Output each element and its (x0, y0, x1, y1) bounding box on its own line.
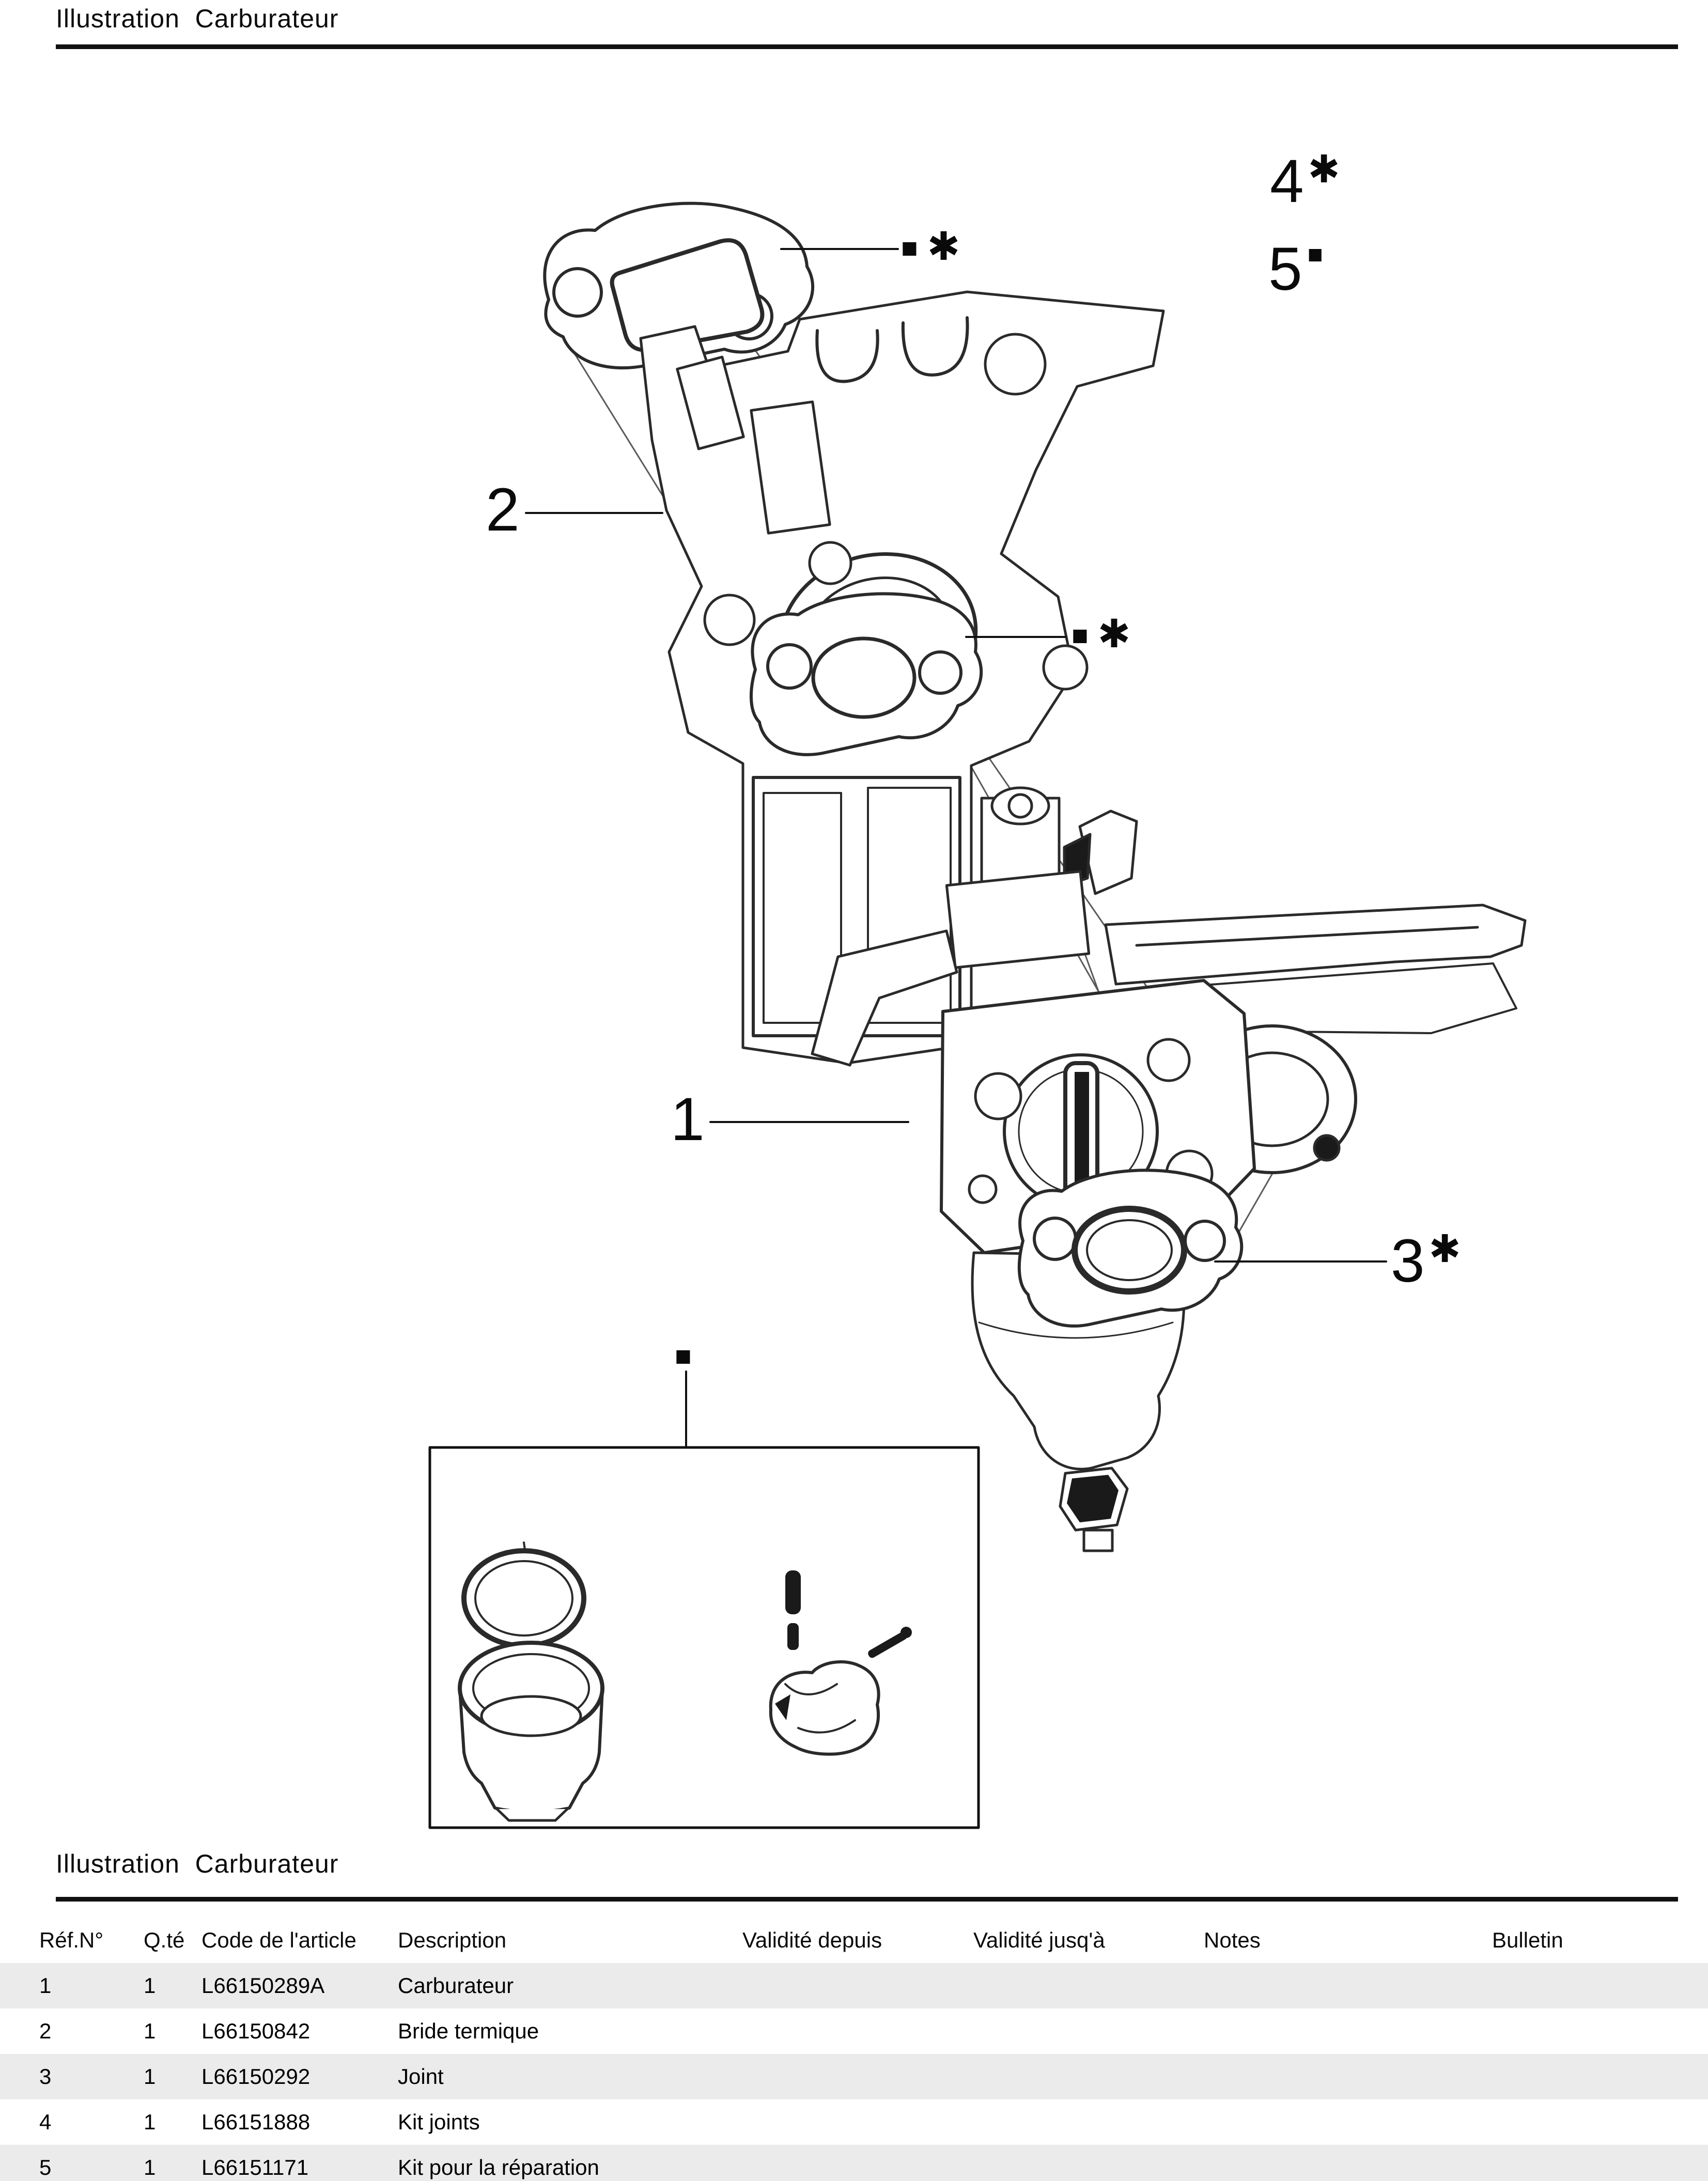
column-header: Bulletin (1492, 1928, 1563, 1952)
table-cell: Joint (398, 2064, 444, 2089)
gasket-top (543, 201, 815, 370)
table-row: 5 1 L66151171 Kit pour la réparation (0, 2145, 1708, 2181)
callout-3: 3✱ (1391, 1230, 1461, 1292)
table-cell: L66150292 (201, 2064, 310, 2089)
square-icon: ■ (1307, 240, 1323, 269)
callout-4-number: 4 (1270, 147, 1304, 215)
table-cell: L66151171 (201, 2155, 309, 2179)
table-cell: 1 (144, 2155, 156, 2179)
section-rule (56, 1897, 1678, 1902)
table-cell: 1 (144, 2110, 156, 2134)
repair-kit-box (428, 1446, 980, 1829)
callout-3-number: 3 (1391, 1227, 1425, 1295)
table-cell: 1 (39, 1973, 52, 1998)
gasket-mid (749, 592, 983, 756)
callout-marker-top-gasket: ■✱ (901, 227, 960, 268)
callout-4: 4✱ (1270, 150, 1340, 212)
callout-2: 2 (486, 479, 520, 540)
table-row: 3 1 L66150292 Joint (0, 2054, 1708, 2099)
callout-5-number: 5 (1268, 235, 1302, 303)
column-header: Validité depuis (742, 1928, 882, 1952)
callout-1: 1 (671, 1089, 705, 1150)
callout-marker-kit-box: ■ (675, 1342, 692, 1370)
table-cell: 2 (39, 2019, 52, 2043)
column-header: Q.té (144, 1928, 185, 1952)
callout-5: 5■ (1268, 239, 1323, 300)
asterisk-icon: ✱ (1097, 612, 1131, 656)
section-title: Illustration Carburateur (56, 1849, 339, 1878)
title-rule (56, 44, 1678, 49)
table-cell: L66150842 (201, 2019, 310, 2043)
column-header: Code de l'article (201, 1928, 356, 1952)
table-cell: L66150289A (201, 1973, 325, 1998)
square-icon: ■ (1072, 620, 1089, 651)
table-cell: 5 (39, 2155, 52, 2179)
asterisk-icon: ✱ (927, 225, 960, 269)
table-cell: Kit joints (398, 2110, 480, 2134)
asterisk-icon: ✱ (1308, 148, 1340, 191)
gasket-bottom (1017, 1169, 1244, 1328)
asterisk-icon: ✱ (1428, 1227, 1461, 1270)
callout-2-number: 2 (486, 476, 520, 544)
column-header: Notes (1204, 1928, 1261, 1952)
kit-float (769, 1660, 880, 1756)
table-cell: 1 (144, 2064, 156, 2089)
kit-screw (868, 1627, 912, 1658)
kit-float-bowl (458, 1641, 604, 1822)
table-cell: 1 (144, 2019, 156, 2043)
callout-1-number: 1 (671, 1085, 705, 1154)
page-title: Illustration Carburateur (56, 4, 339, 33)
square-icon: ■ (675, 1341, 692, 1372)
kit-needle-valve (785, 1570, 801, 1650)
table-cell: 1 (144, 1973, 156, 1998)
square-icon: ■ (901, 232, 918, 263)
table-cell: Carburateur (398, 1973, 514, 1998)
table-cell: 4 (39, 2110, 52, 2134)
table-row: 1 1 L66150289A Carburateur (0, 1963, 1708, 2008)
table-cell: L66151888 (201, 2110, 310, 2134)
table-row: 4 1 L66151888 Kit joints (0, 2099, 1708, 2145)
table-cell: Bride termique (398, 2019, 539, 2043)
table-header-row: Réf.N° Q.té Code de l'article Description Va… (0, 1918, 1708, 1963)
column-header: Description (398, 1928, 507, 1952)
column-header: Validité jusq'à (973, 1928, 1105, 1952)
callout-marker-mid-gasket: ■✱ (1072, 615, 1130, 655)
column-header: Réf.N° (39, 1928, 104, 1952)
table-cell: Kit pour la réparation (398, 2155, 599, 2179)
table-cell: 3 (39, 2064, 52, 2089)
table-row: 2 1 L66150842 Bride termique (0, 2008, 1708, 2054)
leader-lines (525, 248, 1387, 1448)
